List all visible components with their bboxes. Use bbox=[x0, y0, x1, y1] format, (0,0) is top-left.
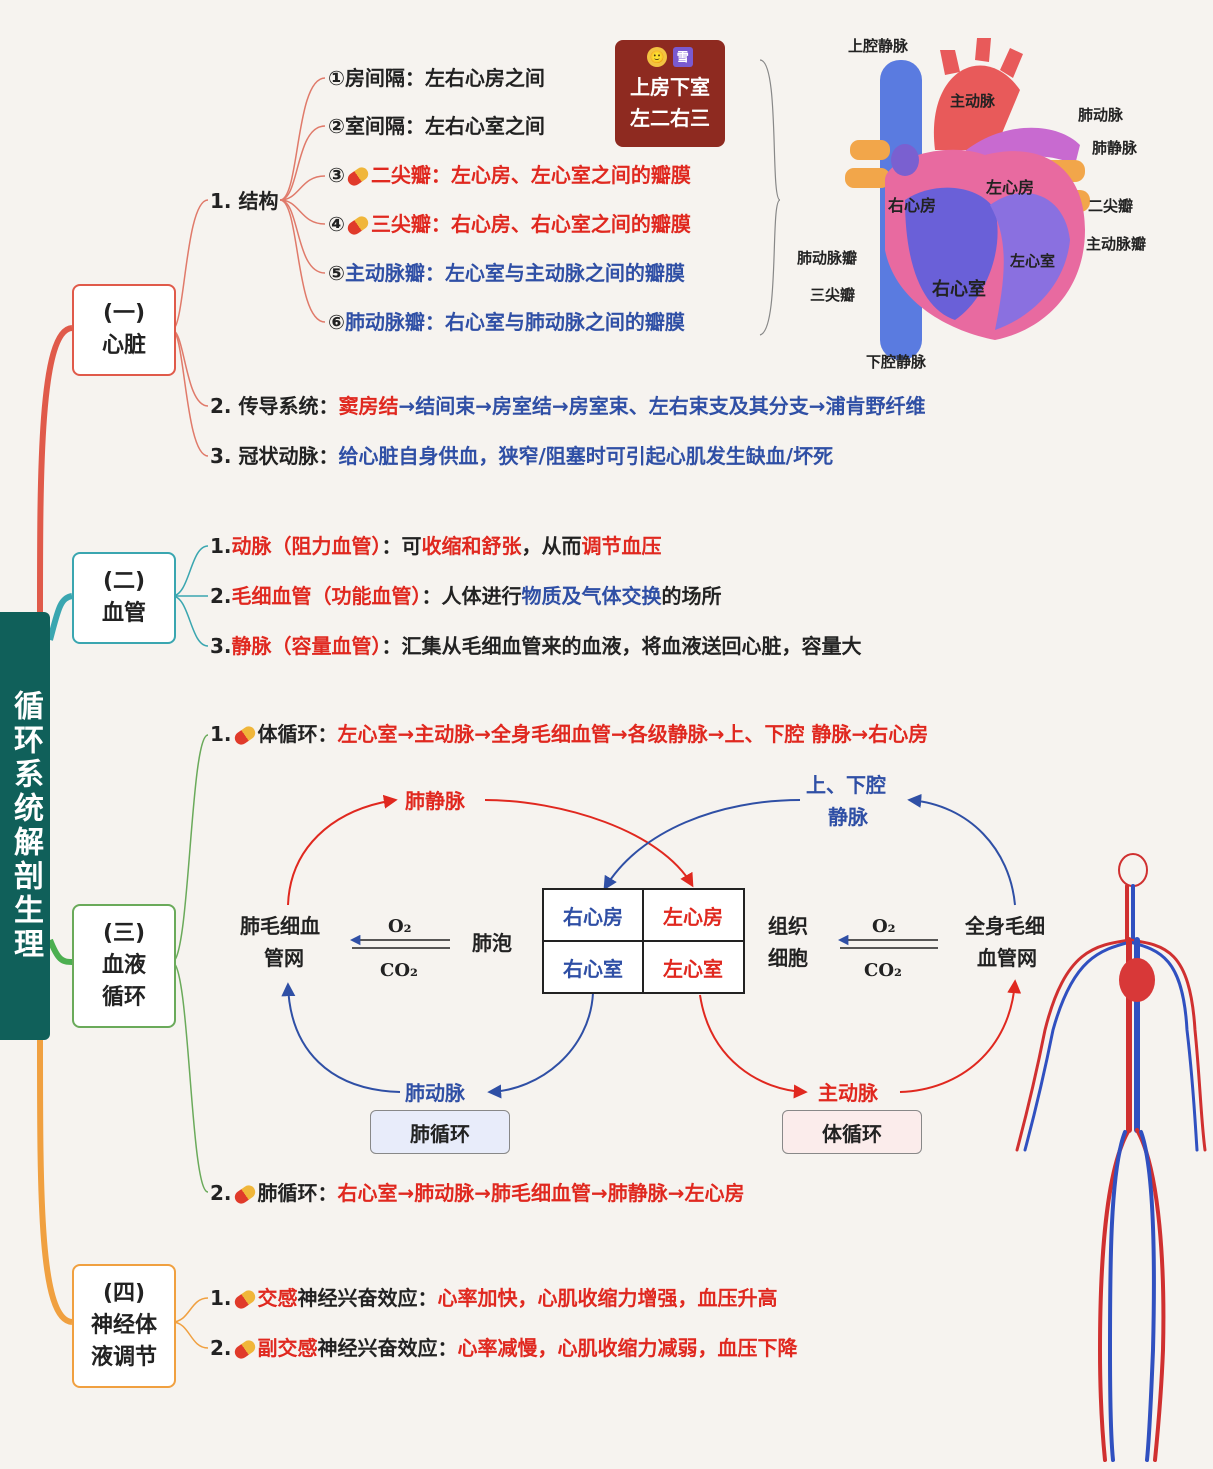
label-pulm-artery: 肺动脉 bbox=[405, 1081, 465, 1105]
section-title: 心脏 bbox=[101, 333, 146, 358]
pill-icon bbox=[231, 1337, 258, 1362]
pill-icon bbox=[231, 1287, 258, 1312]
o2-left: O₂ bbox=[388, 916, 412, 937]
section-title: 神经体 bbox=[90, 1313, 157, 1338]
label-pv: 肺静脉 bbox=[1092, 139, 1138, 157]
heart-item-5: ⑤主动脉瓣：左心室与主动脉之间的瓣膜 bbox=[328, 261, 685, 285]
section-title-2: 液调节 bbox=[90, 1345, 157, 1370]
label-ra: 右心房 bbox=[888, 196, 937, 215]
mnemonic-line-1: 上房下室 bbox=[630, 75, 710, 99]
co2-left: CO₂ bbox=[380, 960, 418, 981]
label-lv: 左心室 bbox=[1010, 252, 1056, 270]
tissue-2: 细胞 bbox=[768, 946, 808, 970]
label-rv: 右心室 bbox=[932, 279, 986, 300]
co2-right: CO₂ bbox=[864, 960, 902, 981]
parasympathetic-effect: 2.副交感神经兴奋效应：心率减慢，心肌收缩力减弱，血压下降 bbox=[210, 1336, 798, 1362]
heart-diagram bbox=[845, 38, 1090, 360]
structure-label: 1. 结构 bbox=[210, 189, 279, 213]
mnemonic-box: 🙂 雪 上房下室 左二右三 bbox=[615, 40, 725, 147]
pulmonary-circ-box: 肺循环 bbox=[370, 1110, 510, 1154]
lung-capillary-2: 管网 bbox=[264, 946, 304, 970]
alveoli: 肺泡 bbox=[472, 931, 512, 955]
systemic-circ-box: 体循环 bbox=[782, 1110, 922, 1154]
face-icon: 🙂 bbox=[647, 47, 668, 67]
label-aortic-valve: 主动脉瓣 bbox=[1086, 235, 1147, 253]
vessel-capillary: 2.毛细血管（功能血管）：人体进行物质及气体交换的场所 bbox=[210, 584, 722, 608]
vessel-artery: 1.动脉（阻力血管）：可收缩和舒张，从而调节血压 bbox=[210, 534, 662, 558]
section-title: 血液 bbox=[101, 953, 146, 978]
heart-item-1: ①房间隔：左右心房之间 bbox=[328, 66, 545, 90]
label-vena-cava-2: 静脉 bbox=[828, 805, 868, 829]
systemic-circulation: 1.体循环：左心室→主动脉→全身毛细血管→各级静脉→上、下腔 静脉→右心房 bbox=[210, 722, 929, 748]
label-ivc: 下腔静脉 bbox=[866, 353, 927, 371]
label-pulm-valve: 肺动脉瓣 bbox=[797, 249, 858, 267]
section-number: (三) bbox=[102, 921, 146, 946]
section-circulation-box: (三) 血液 循环 bbox=[72, 904, 176, 1028]
section-number: (二) bbox=[102, 569, 146, 594]
mnemonic-line-2: 左二右三 bbox=[630, 106, 710, 130]
cell-left-ventricle: 左心室 bbox=[663, 956, 723, 981]
conduction-system: 2. 传导系统：窦房结→结间束→房室结→房室束、左右束支及其分支→浦肯野纤维 bbox=[210, 394, 926, 418]
label-aorta-circ: 主动脉 bbox=[818, 1081, 878, 1105]
label-vena-cava-1: 上、下腔 bbox=[806, 773, 886, 797]
cell-right-ventricle: 右心室 bbox=[563, 956, 623, 981]
label-tricuspid: 三尖瓣 bbox=[810, 286, 856, 304]
section-regulation-box: (四) 神经体 液调节 bbox=[72, 1264, 176, 1388]
section-number: (四) bbox=[102, 1281, 146, 1306]
heart-item-6: ⑥肺动脉瓣：右心室与肺动脉之间的瓣膜 bbox=[328, 310, 685, 334]
section-vessels-box: (二) 血管 bbox=[72, 552, 176, 644]
label-mitral: 二尖瓣 bbox=[1088, 197, 1134, 215]
body-capillary-2: 血管网 bbox=[977, 946, 1037, 970]
pill-icon bbox=[231, 1182, 258, 1207]
badge-icon: 雪 bbox=[672, 47, 693, 67]
pulmonary-circulation: 2.肺循环：右心室→肺动脉→肺毛细血管→肺静脉→左心房 bbox=[210, 1181, 745, 1207]
vessel-vein: 3.静脉（容量血管）：汇集从毛细血管来的血液，将血液送回心脏，容量大 bbox=[210, 634, 862, 658]
label-aorta: 主动脉 bbox=[950, 92, 996, 110]
section-heart-box: (一) 心脏 bbox=[72, 284, 176, 376]
section-number: (一) bbox=[102, 301, 146, 326]
sympathetic-effect: 1.交感神经兴奋效应：心率加快，心肌收缩力增强，血压升高 bbox=[210, 1286, 778, 1312]
cell-right-atrium: 右心房 bbox=[563, 904, 623, 929]
lung-capillary-1: 肺毛细血 bbox=[240, 914, 320, 938]
body-capillary-1: 全身毛细 bbox=[965, 914, 1045, 938]
cell-left-atrium: 左心房 bbox=[663, 904, 723, 929]
label-pa: 肺动脉 bbox=[1078, 106, 1124, 124]
label-pulm-vein: 肺静脉 bbox=[405, 789, 465, 813]
label-la: 左心房 bbox=[986, 178, 1035, 197]
tissue-1: 组织 bbox=[768, 914, 808, 938]
heart-item-2: ②室间隔：左右心室之间 bbox=[328, 114, 545, 138]
o2-right: O₂ bbox=[872, 916, 896, 937]
body-vascular-figure bbox=[1015, 853, 1207, 1462]
section-title: 血管 bbox=[101, 601, 146, 626]
section-title-2: 循环 bbox=[101, 985, 146, 1010]
label-svc: 上腔静脉 bbox=[848, 37, 909, 55]
main-title: 循环系统解剖生理 bbox=[0, 612, 50, 1040]
coronary-artery: 3. 冠状动脉：给心脏自身供血，狭窄/阻塞时可引起心肌发生缺血/坏死 bbox=[210, 444, 834, 468]
